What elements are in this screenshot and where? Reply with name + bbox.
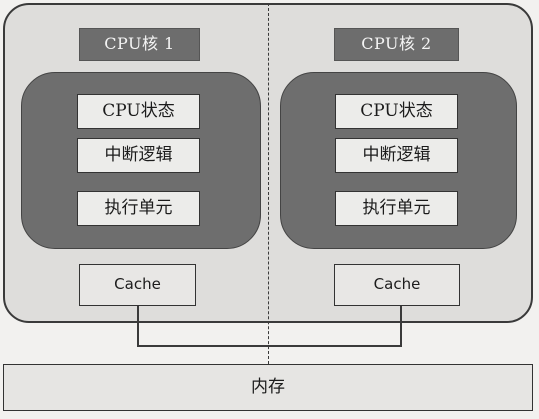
- core-1-cpu-state: CPU状态: [77, 94, 200, 129]
- shared-bus-line: [137, 345, 402, 347]
- memory-block: 内存: [3, 364, 533, 411]
- core-2-title: CPU核 2: [334, 28, 459, 61]
- core-2-interrupt-logic: 中断逻辑: [335, 138, 458, 173]
- core-2-cpu-state: CPU状态: [335, 94, 458, 129]
- core-2-cache: Cache: [334, 264, 460, 306]
- core-divider-dashed-line: [268, 3, 269, 364]
- core-2-bus-line: [400, 306, 402, 346]
- core-1-execution-unit: 执行单元: [77, 191, 200, 226]
- core-1-interrupt-logic: 中断逻辑: [77, 138, 200, 173]
- core-2-execution-unit: 执行单元: [335, 191, 458, 226]
- core-1-title: CPU核 1: [79, 28, 200, 61]
- core-1-bus-line: [137, 306, 139, 346]
- core-1-cache: Cache: [79, 264, 196, 306]
